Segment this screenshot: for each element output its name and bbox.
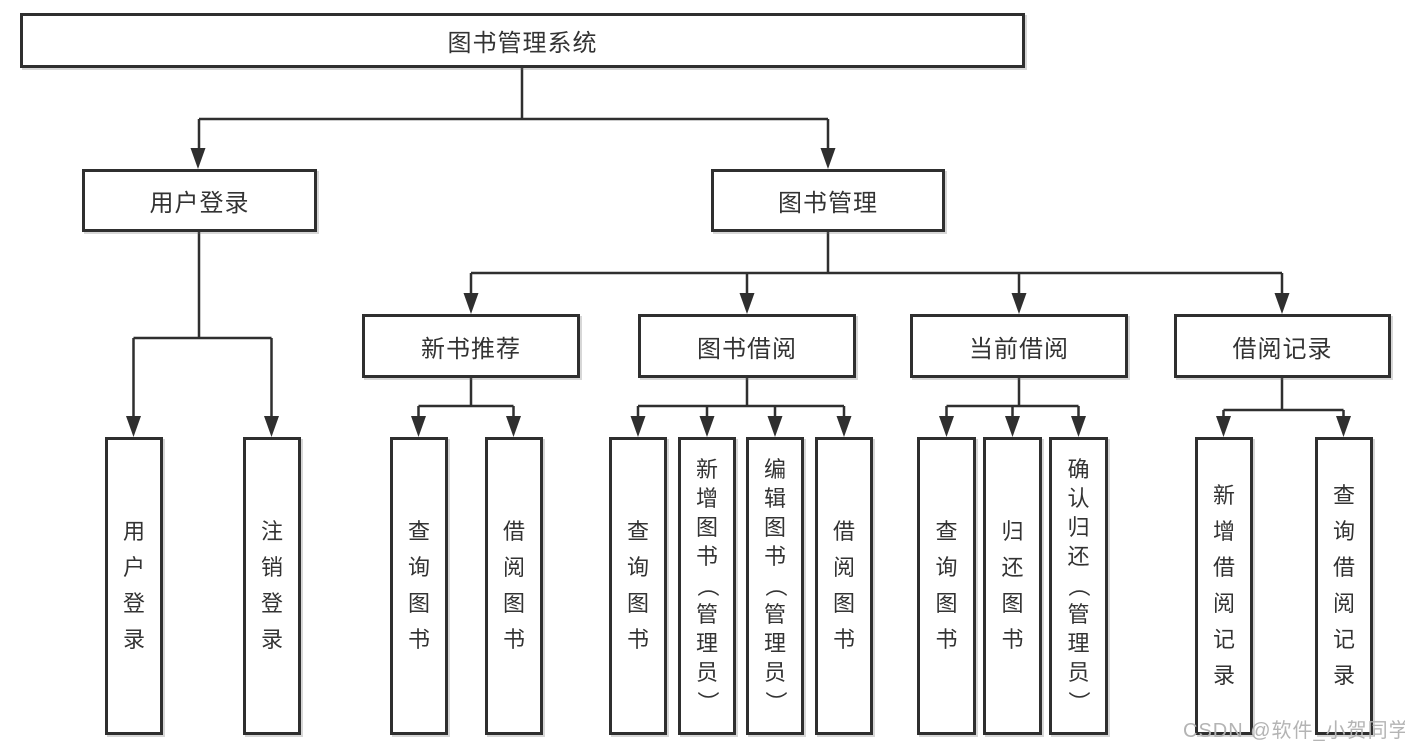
link-book-borrow-children (636, 378, 846, 421)
arrowhead (463, 293, 479, 314)
node-label: 用户登录 (149, 190, 250, 217)
leaf-label: 确认归还（管理员） (1066, 457, 1092, 714)
leaf-label: 归还图书 (1001, 519, 1024, 652)
leaf-query-book-current: 查询图书 (917, 437, 976, 735)
arrowhead (820, 148, 836, 169)
leaf-label: 查询图书 (407, 519, 430, 652)
leaf-borrow-book-recommend: 借阅图书 (485, 437, 543, 735)
leaf-confirm-return-admin: 确认归还（管理员） (1049, 437, 1108, 735)
leaf-label: 借阅图书 (832, 519, 855, 652)
arrowhead (767, 416, 783, 437)
node-label: 当前借阅 (969, 335, 1069, 363)
link-user-login-children (132, 232, 273, 421)
arrowhead (1011, 293, 1027, 314)
arrowhead (939, 416, 954, 437)
leaf-label: 注销登录 (260, 519, 283, 652)
arrowhead (506, 416, 521, 437)
arrowhead (411, 416, 426, 437)
arrowhead (630, 416, 646, 437)
arrowhead (836, 416, 852, 437)
node-label: 图书借阅 (697, 335, 797, 363)
csdn-watermark: CSDN @软件_小贺同学 (1183, 720, 1405, 742)
node-label: 图书管理系统 (447, 30, 598, 57)
leaf-borrow-book: 借阅图书 (815, 437, 873, 735)
leaf-query-book-borrow: 查询图书 (609, 437, 667, 735)
link-book-management-children (469, 232, 1284, 298)
link-root-to-level2 (197, 68, 830, 153)
leaf-return-book: 归还图书 (983, 437, 1042, 735)
node-book-borrow: 图书借阅 (638, 314, 856, 378)
arrowheads (126, 148, 1351, 437)
arrowhead (1336, 416, 1351, 437)
arrowhead (264, 416, 279, 437)
node-book-management: 图书管理 (711, 169, 945, 232)
leaf-label: 新增图书（管理员） (694, 457, 720, 714)
leaf-logout: 注销登录 (243, 437, 301, 735)
leaf-label: 新增借阅记录 (1212, 483, 1235, 688)
connector-lines (132, 68, 1345, 421)
node-label: 图书管理 (778, 190, 878, 217)
leaf-add-borrow-record: 新增借阅记录 (1195, 437, 1253, 735)
node-current-borrow: 当前借阅 (910, 314, 1128, 378)
arrowhead (1071, 416, 1086, 437)
arrowhead (739, 293, 755, 314)
arrowhead (1005, 416, 1020, 437)
leaf-edit-book-admin: 编辑图书（管理员） (746, 437, 804, 735)
node-user-login: 用户登录 (82, 169, 317, 232)
node-borrow-record: 借阅记录 (1174, 314, 1391, 378)
node-library-system: 图书管理系统 (20, 13, 1025, 68)
leaf-add-book-admin: 新增图书（管理员） (678, 437, 736, 735)
leaf-label: 编辑图书（管理员） (762, 457, 788, 714)
link-new-book-children (417, 378, 515, 421)
leaf-label: 用户登录 (122, 519, 145, 652)
link-current-borrow-children (945, 378, 1080, 421)
arrowhead (699, 416, 715, 437)
leaf-query-borrow-record: 查询借阅记录 (1315, 437, 1373, 735)
arrowhead (1216, 416, 1231, 437)
arrowhead (1274, 293, 1290, 314)
arrowhead (126, 416, 141, 437)
arrowhead (190, 148, 206, 169)
leaf-label: 查询图书 (626, 519, 649, 652)
leaf-label: 借阅图书 (502, 519, 525, 652)
node-label: 借阅记录 (1232, 335, 1333, 363)
leaf-query-book-recommend: 查询图书 (390, 437, 448, 735)
link-borrow-record-children (1222, 378, 1345, 421)
leaf-label: 查询图书 (935, 519, 958, 652)
leaf-label: 查询借阅记录 (1332, 483, 1355, 688)
leaf-user-login: 用户登录 (105, 437, 163, 735)
node-label: 新书推荐 (421, 335, 521, 363)
node-new-book-recommend: 新书推荐 (362, 314, 580, 378)
